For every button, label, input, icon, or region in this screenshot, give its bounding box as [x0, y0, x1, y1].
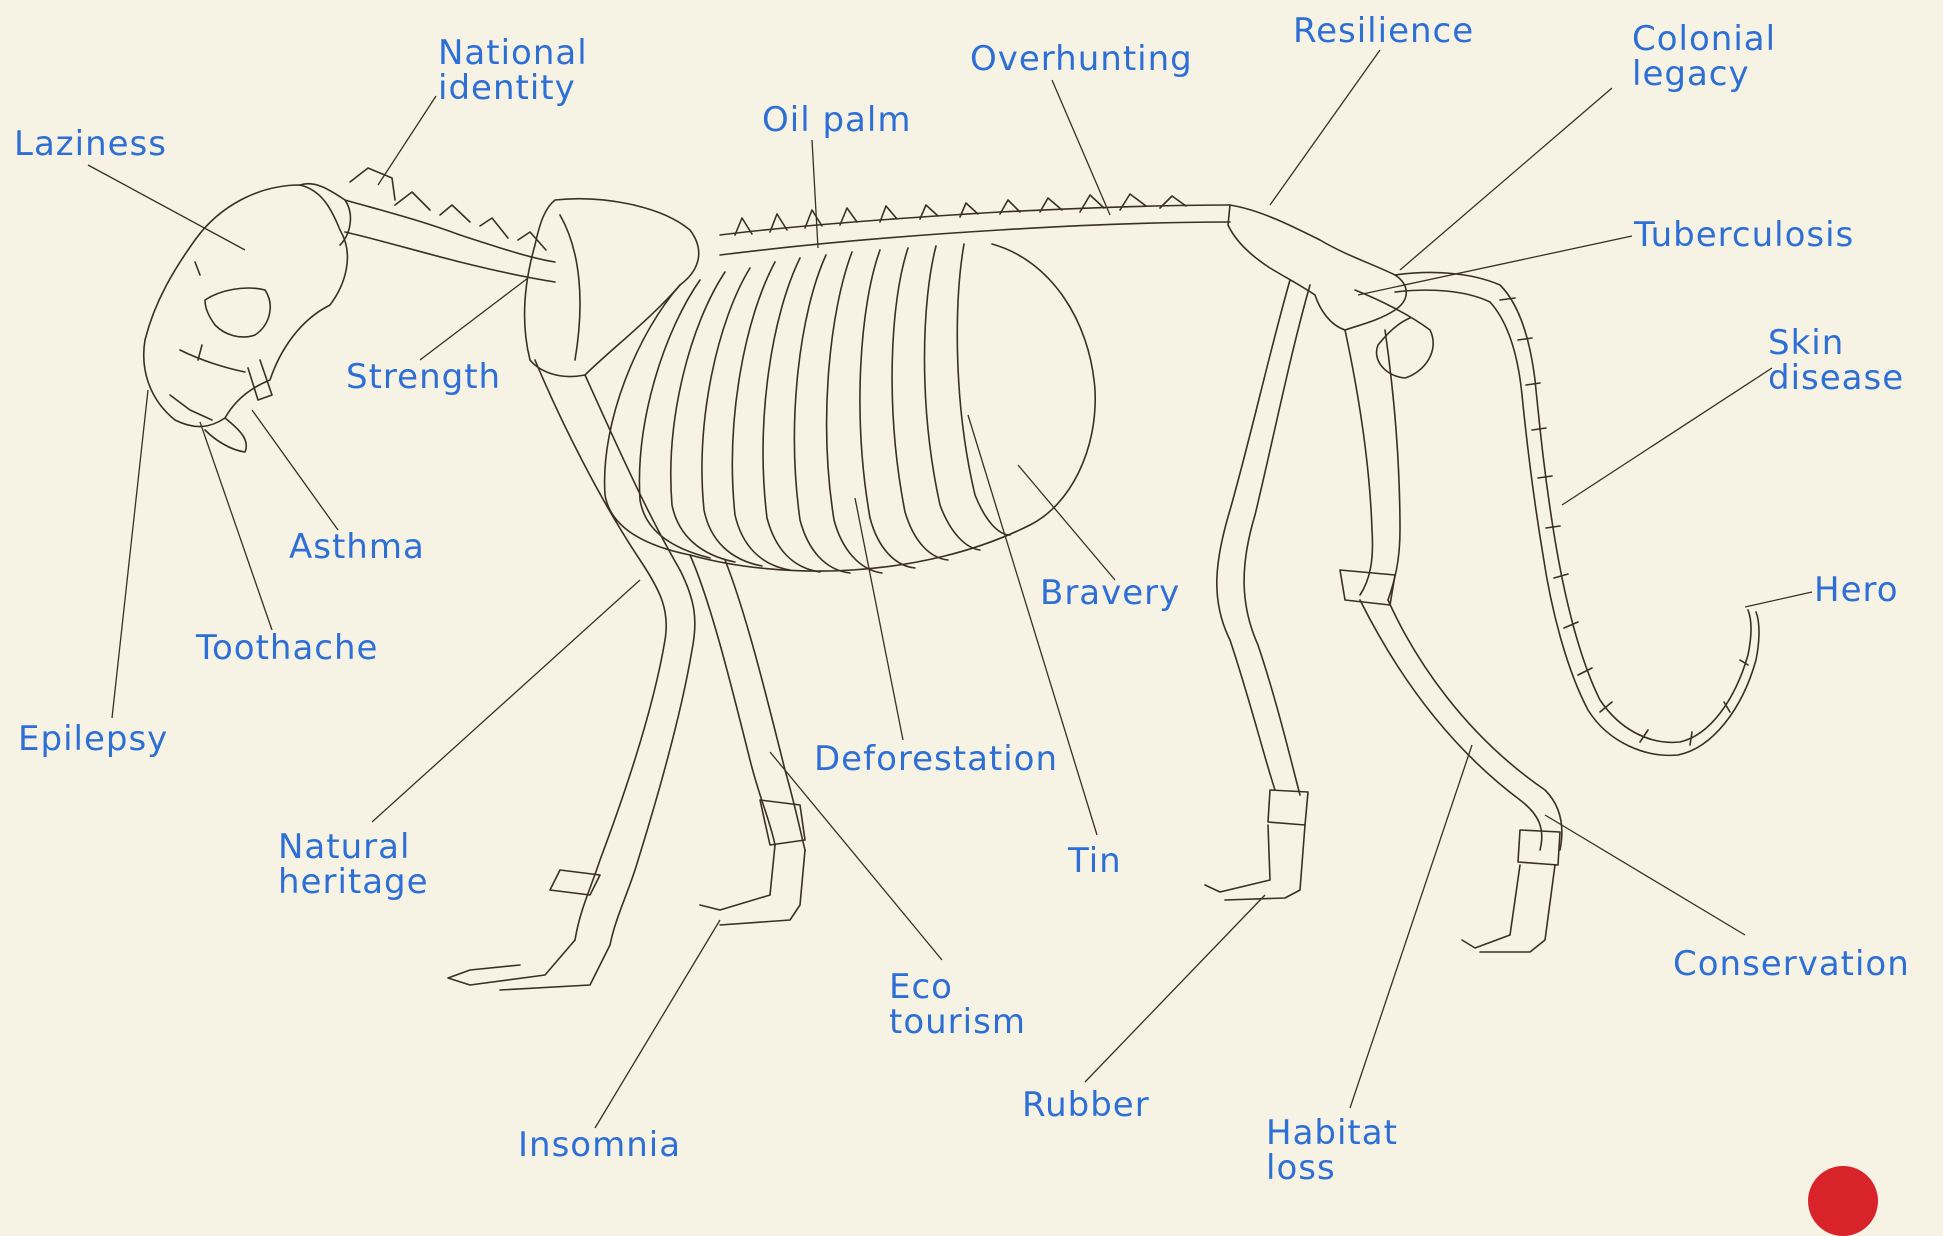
label-asthma: Asthma [289, 530, 425, 564]
label-rubber: Rubber [1022, 1088, 1150, 1122]
leader-line-natural-heritage [372, 580, 640, 822]
leader-line-deforestation [855, 498, 903, 740]
leader-line-eco-tourism [770, 752, 942, 960]
label-bravery: Bravery [1040, 576, 1180, 610]
label-toothache: Toothache [196, 631, 378, 665]
label-national-identity: National identity [438, 36, 598, 106]
label-epilepsy: Epilepsy [18, 722, 168, 756]
label-resilience: Resilience [1293, 14, 1474, 48]
leader-line-bravery [1018, 465, 1115, 580]
label-habitat-loss: Habitat loss [1266, 1116, 1406, 1186]
leader-line-strength [420, 278, 528, 360]
label-eco-tourism: Eco tourism [889, 970, 1039, 1040]
label-hero: Hero [1814, 573, 1899, 607]
leader-line-resilience [1270, 50, 1380, 205]
leader-line-conservation [1545, 815, 1745, 935]
leader-line-toothache [200, 422, 272, 630]
leader-line-insomnia [595, 920, 720, 1128]
label-tin: Tin [1068, 844, 1122, 878]
label-skin-disease: Skin disease [1768, 326, 1918, 396]
diagram-canvas: National identity Laziness Oil palm Over… [0, 0, 1943, 1186]
leader-line-oil-palm [812, 140, 818, 248]
label-natural-heritage: Natural heritage [278, 830, 428, 900]
label-strength: Strength [346, 360, 501, 394]
leader-line-habitat-loss [1350, 745, 1472, 1108]
leader-line-epilepsy [112, 390, 148, 718]
label-conservation: Conservation [1673, 947, 1910, 981]
label-laziness: Laziness [14, 127, 167, 161]
leader-line-colonial-legacy [1400, 88, 1612, 270]
label-colonial-legacy: Colonial legacy [1632, 22, 1792, 92]
label-overhunting: Overhunting [970, 42, 1193, 76]
leader-line-rubber [1085, 895, 1265, 1082]
red-corner-badge [1808, 1166, 1878, 1236]
leader-line-tuberculosis [1358, 236, 1632, 295]
label-insomnia: Insomnia [518, 1128, 681, 1162]
label-oil-palm: Oil palm [762, 103, 911, 137]
leader-line-hero [1745, 592, 1812, 607]
label-tuberculosis: Tuberculosis [1634, 218, 1854, 252]
leader-line-skin-disease [1562, 368, 1772, 505]
leader-line-national-identity [378, 96, 436, 185]
leader-line-laziness [88, 165, 245, 250]
leader-line-overhunting [1052, 80, 1110, 215]
label-deforestation: Deforestation [814, 742, 1058, 776]
leader-line-asthma [252, 410, 338, 530]
